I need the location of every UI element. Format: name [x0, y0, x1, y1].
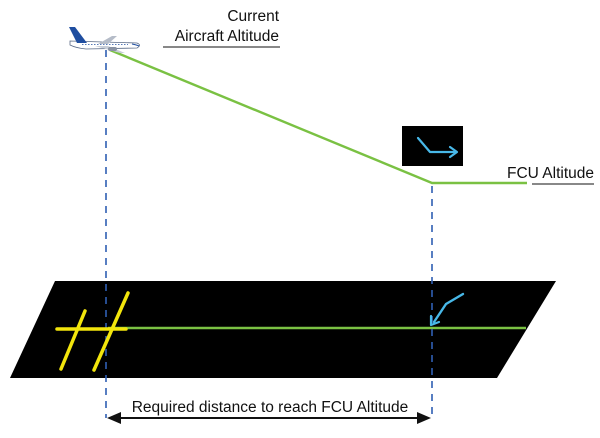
aircraft-position-marker-icon [55, 291, 130, 372]
navigation-display-strip [10, 281, 556, 378]
required-distance-label: Required distance to reach FCU Altitude [132, 399, 409, 416]
current-altitude-label-line2: Aircraft Altitude [175, 28, 279, 45]
vertical-profile-line [109, 48, 527, 185]
level-off-arrow-icon [402, 126, 463, 166]
watermark: 知乎 @sakanarche [440, 398, 594, 418]
current-altitude-label-line1: Current [227, 8, 279, 25]
nd-level-off-arrow-icon [429, 292, 465, 327]
airliner-icon [69, 27, 140, 53]
fcu-altitude-label: FCU Altitude [507, 165, 594, 182]
arrowhead-left [107, 412, 121, 424]
arrowhead-right [417, 412, 431, 424]
